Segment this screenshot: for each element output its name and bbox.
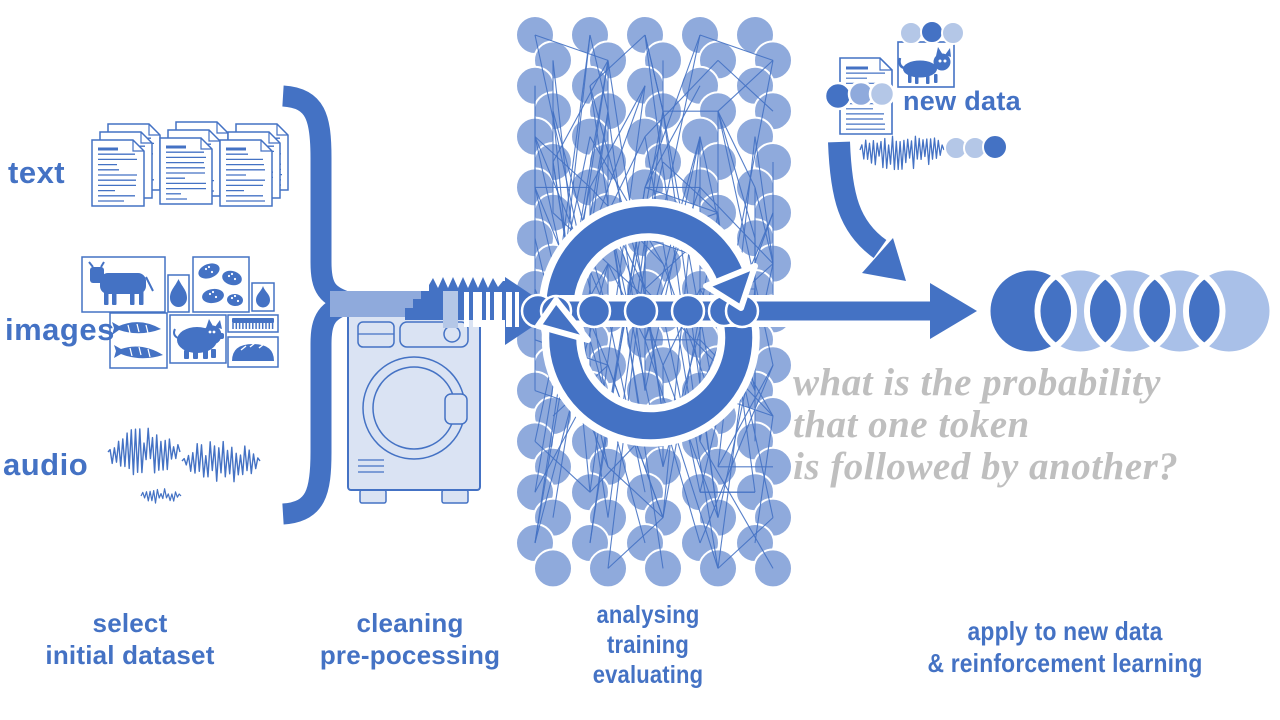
pipeline-arrow-icon bbox=[520, 263, 977, 343]
question-line: is followed by another? bbox=[793, 445, 1179, 488]
new-data-icons bbox=[823, 20, 1008, 281]
probability-question-text: what is the probability that one token i… bbox=[793, 362, 1273, 488]
stage-label-line: select bbox=[92, 608, 168, 638]
question-line: what is the probability bbox=[793, 361, 1161, 404]
stage-label-cleaning: cleaning pre-pocessing bbox=[260, 607, 560, 671]
stage-label-line: initial dataset bbox=[45, 640, 215, 670]
stage-label-select-dataset: select initial dataset bbox=[0, 607, 280, 671]
washing-machine-icon bbox=[347, 311, 481, 504]
source-label-text: text bbox=[8, 155, 66, 190]
stage-label-line: pre-pocessing bbox=[319, 640, 501, 670]
image-thumbnails-icon bbox=[81, 256, 279, 369]
source-label-audio: audio bbox=[3, 447, 89, 482]
new-data-label: new data bbox=[903, 86, 1021, 116]
document-stack-icon bbox=[91, 121, 289, 207]
token-probability-chain-icon bbox=[985, 265, 1275, 357]
stage-label-line: evaluating bbox=[592, 661, 704, 689]
stage-label-line: training bbox=[606, 631, 690, 659]
question-line: that one token bbox=[793, 403, 1030, 446]
audio-waveform-icon bbox=[107, 427, 261, 504]
source-label-images: images bbox=[5, 312, 115, 347]
stage-label-apply: apply to new data & reinforcement learni… bbox=[911, 615, 1219, 679]
stage-label-line: cleaning bbox=[356, 608, 464, 638]
stage-label-line: analysing bbox=[596, 601, 700, 629]
stage-label-line: & reinforcement learning bbox=[927, 648, 1203, 678]
stage-label-line: apply to new data bbox=[967, 616, 1163, 646]
stage-label-training: analysing training evaluating bbox=[516, 600, 780, 690]
